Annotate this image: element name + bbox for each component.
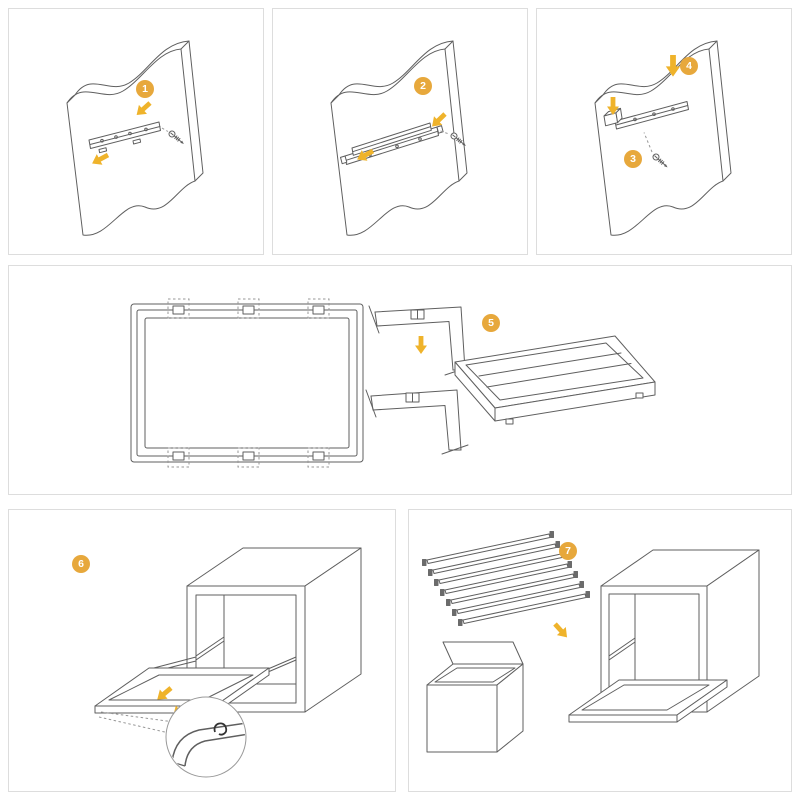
clip-position-markers: [167, 298, 330, 468]
hanging-rails: [422, 531, 590, 626]
mounting-rail: [614, 101, 689, 130]
figure-insert-frame: [94, 547, 362, 778]
step-badge-2: 2: [414, 77, 432, 95]
panel-step-7: 7: [408, 509, 792, 792]
step-badge-1: 1: [136, 80, 154, 98]
frame-clips: [172, 305, 325, 461]
step-badge-6: 6: [72, 555, 90, 573]
mounting-rail: [88, 121, 161, 154]
row-step-5: 5: [8, 265, 792, 495]
tray: [454, 335, 656, 425]
row-steps-6-7: 6: [8, 509, 792, 792]
direction-arrow-icon: [415, 336, 427, 354]
corner-detail-bottom: [365, 389, 469, 455]
carton-box: [426, 641, 524, 753]
frame: [130, 298, 364, 468]
panel-steps-3-4: 3 4: [536, 8, 792, 255]
row-steps-1-4: 1: [8, 8, 792, 255]
figure-secure-rail: [594, 40, 732, 236]
figure-attach-slide: [330, 40, 469, 236]
step-badge-5: 5: [482, 314, 500, 332]
figure-hang-rails: [422, 531, 760, 753]
panel-step-2: 2: [272, 8, 528, 255]
hook-icon: [213, 722, 228, 736]
figure-mount-bracket: [66, 40, 204, 236]
cabinet-side-panel: [594, 40, 732, 236]
step-badge-3: 3: [624, 150, 642, 168]
pull-out-frame: [568, 679, 728, 723]
corner-detail: [165, 696, 247, 778]
direction-arrow-icon: [550, 619, 572, 642]
panel-step-5: 5: [8, 265, 792, 495]
cabinet-side-panel: [66, 40, 204, 236]
panel-step-1: 1: [8, 8, 264, 255]
cabinet: [186, 547, 362, 713]
step-badge-7: 7: [559, 542, 577, 560]
panel-step-6: 6: [8, 509, 396, 792]
step-badge-4: 4: [680, 57, 698, 75]
figure-frame-clips: [130, 298, 656, 468]
